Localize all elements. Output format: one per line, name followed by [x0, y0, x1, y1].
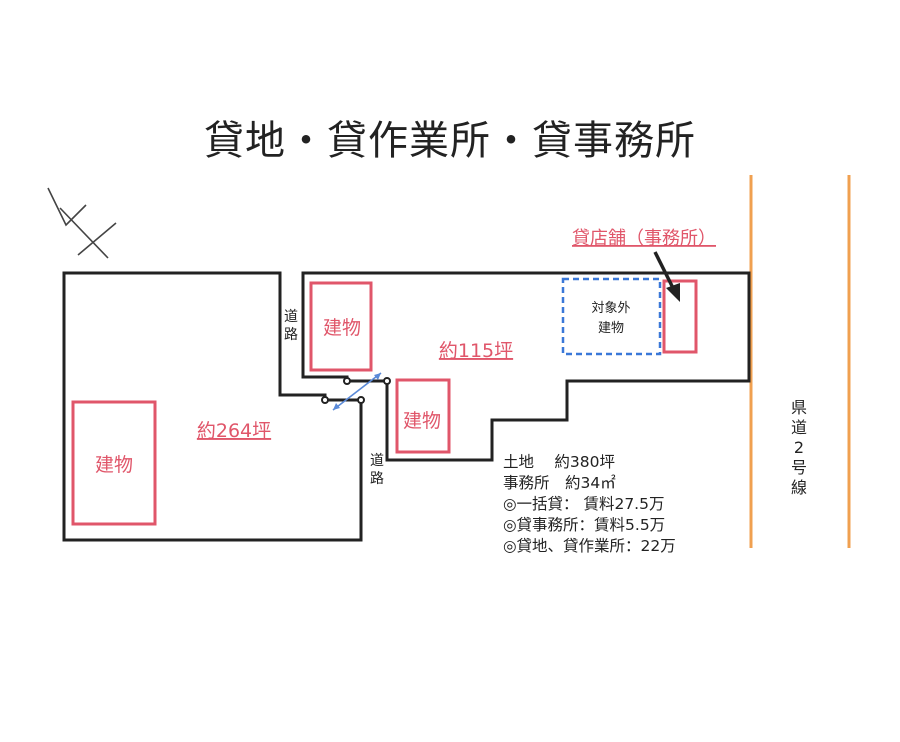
- pref-road-label-4: 号: [791, 458, 807, 477]
- pref-road-label-3: 2: [794, 438, 804, 457]
- road-label-upper-1: 道: [284, 309, 298, 325]
- upper-building: [309, 281, 373, 372]
- pref-road-label-5: 線: [791, 478, 807, 497]
- page-title: 貸地・貸作業所・貸事務所: [204, 118, 696, 164]
- road-label-lower-1: 道: [370, 453, 384, 469]
- road-label-upper-2: 路: [284, 327, 298, 343]
- land-info: 土地 約380坪: [503, 453, 616, 471]
- passage-connector: [321, 372, 391, 411]
- property-info: 土地 約380坪 事務所 約34㎡ ◎一括貸： 賃料27.5万 ◎貸事務所：賃料…: [503, 452, 676, 557]
- lower-building: [395, 378, 451, 454]
- lower-building-label: 建物: [403, 410, 441, 432]
- upper-building-label: 建物: [323, 317, 361, 339]
- north-arrow-icon: [47, 187, 117, 259]
- store-pointer-arrow: [653, 251, 680, 302]
- left-building: [71, 400, 157, 526]
- pref-road-label-1: 県: [791, 398, 807, 417]
- excluded-building-label-2: 建物: [598, 321, 624, 336]
- office-info: 事務所 約34㎡: [503, 474, 616, 492]
- excluded-building-label-1: 対象外: [591, 301, 630, 316]
- rent-land-workshop: ◎貸地、貸作業所：22万: [503, 537, 676, 555]
- pref-road-label-2: 道: [791, 418, 807, 437]
- store-label: 貸店舗（事務所）: [572, 228, 716, 249]
- right-area-label: 約115坪: [439, 340, 513, 362]
- rent-all: ◎一括貸： 賃料27.5万: [503, 495, 665, 513]
- store-building: [662, 279, 698, 354]
- rent-office: ◎貸事務所：賃料5.5万: [503, 516, 666, 534]
- left-area-label: 約264坪: [197, 420, 271, 442]
- left-building-label: 建物: [95, 454, 133, 476]
- road-label-lower-2: 路: [370, 471, 384, 487]
- left-lot-outline: [62, 271, 363, 542]
- excluded-building: [561, 277, 662, 356]
